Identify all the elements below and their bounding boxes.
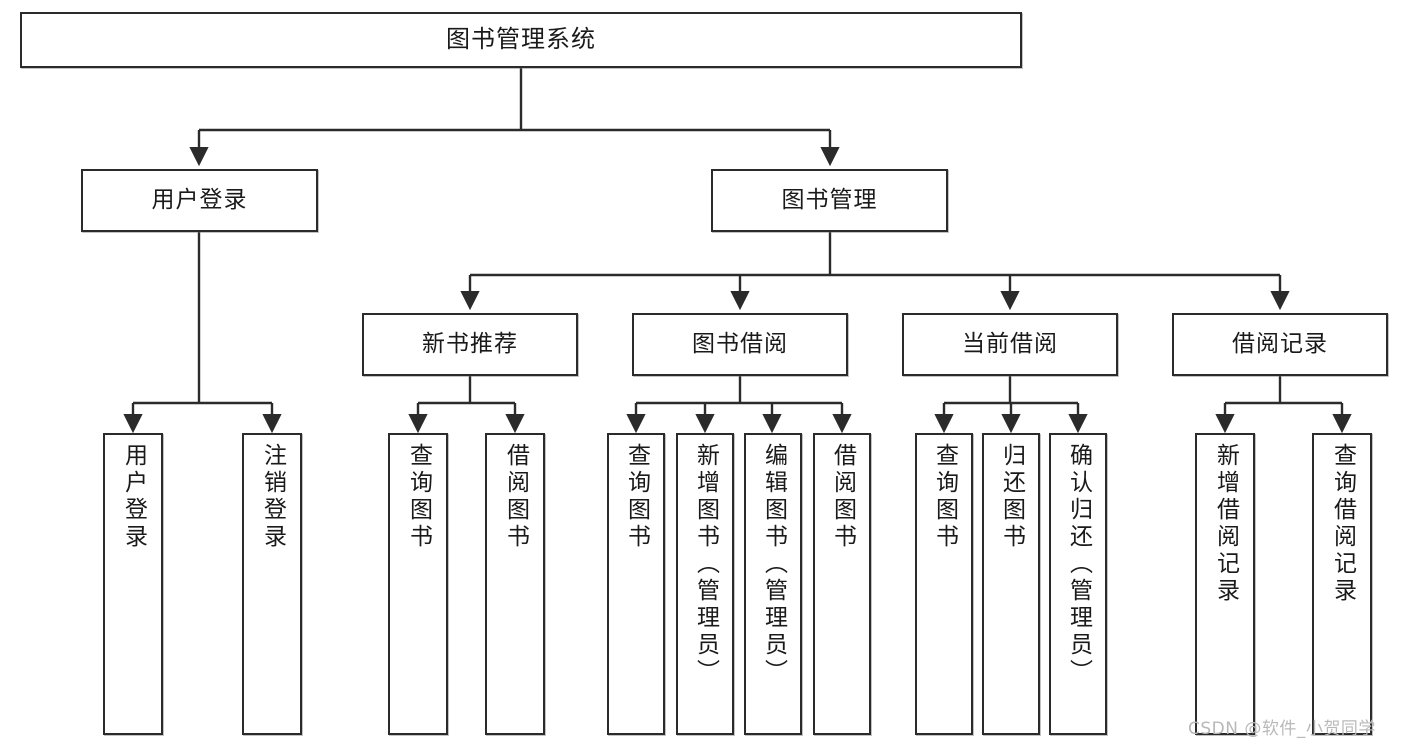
leaf-current-borrow-return[interactable]: 归还图书 — [982, 433, 1040, 735]
leaf-records-query[interactable]: 查询借阅记录 — [1312, 433, 1372, 735]
node-label: 借阅图书 — [829, 443, 856, 551]
node-label: 用户登录 — [120, 443, 147, 551]
node-label: 当前借阅 — [962, 331, 1058, 358]
node-borrow-records[interactable]: 借阅记录 — [1172, 313, 1388, 376]
node-label: 确认归还（管理员） — [1065, 443, 1092, 686]
node-label: 图书借阅 — [692, 331, 788, 358]
leaf-book-borrow-query[interactable]: 查询图书 — [607, 433, 665, 735]
node-label: 新书推荐 — [422, 331, 518, 358]
node-label: 查询借阅记录 — [1329, 443, 1356, 605]
node-root-book-management-system[interactable]: 图书管理系统 — [20, 12, 1022, 68]
leaf-user-login-logout[interactable]: 注销登录 — [242, 433, 302, 735]
node-label: 新增借阅记录 — [1212, 443, 1239, 605]
leaf-new-book-query[interactable]: 查询图书 — [388, 433, 448, 735]
leaf-current-borrow-query[interactable]: 查询图书 — [915, 433, 973, 735]
node-label: 查询图书 — [405, 443, 432, 551]
leaf-current-borrow-confirm-return[interactable]: 确认归还（管理员） — [1049, 433, 1107, 735]
node-label: 新增图书（管理员） — [692, 443, 719, 686]
node-label: 用户登录 — [151, 187, 248, 214]
node-label: 编辑图书（管理员） — [760, 443, 787, 686]
leaf-new-book-borrow[interactable]: 借阅图书 — [485, 433, 545, 735]
leaf-book-borrow-borrow[interactable]: 借阅图书 — [813, 433, 871, 735]
node-label: 图书管理系统 — [446, 25, 596, 54]
node-label: 查询图书 — [623, 443, 650, 551]
node-label: 借阅图书 — [502, 443, 529, 551]
node-label: 借阅记录 — [1232, 331, 1328, 358]
node-label: 查询图书 — [931, 443, 958, 551]
leaf-user-login-login[interactable]: 用户登录 — [103, 433, 163, 735]
node-label: 图书管理 — [781, 187, 878, 214]
node-current-borrow[interactable]: 当前借阅 — [902, 313, 1118, 376]
node-user-login[interactable]: 用户登录 — [81, 169, 318, 232]
node-new-book-recommend[interactable]: 新书推荐 — [362, 313, 578, 376]
leaf-records-add[interactable]: 新增借阅记录 — [1195, 433, 1255, 735]
node-label: 注销登录 — [259, 443, 286, 551]
leaf-book-borrow-add[interactable]: 新增图书（管理员） — [676, 433, 734, 735]
node-label: 归还图书 — [998, 443, 1025, 551]
node-book-borrow[interactable]: 图书借阅 — [632, 313, 848, 376]
csdn-watermark: CSDN @软件_小贺同学 — [1188, 719, 1376, 739]
leaf-book-borrow-edit[interactable]: 编辑图书（管理员） — [744, 433, 802, 735]
node-book-management[interactable]: 图书管理 — [711, 169, 948, 232]
